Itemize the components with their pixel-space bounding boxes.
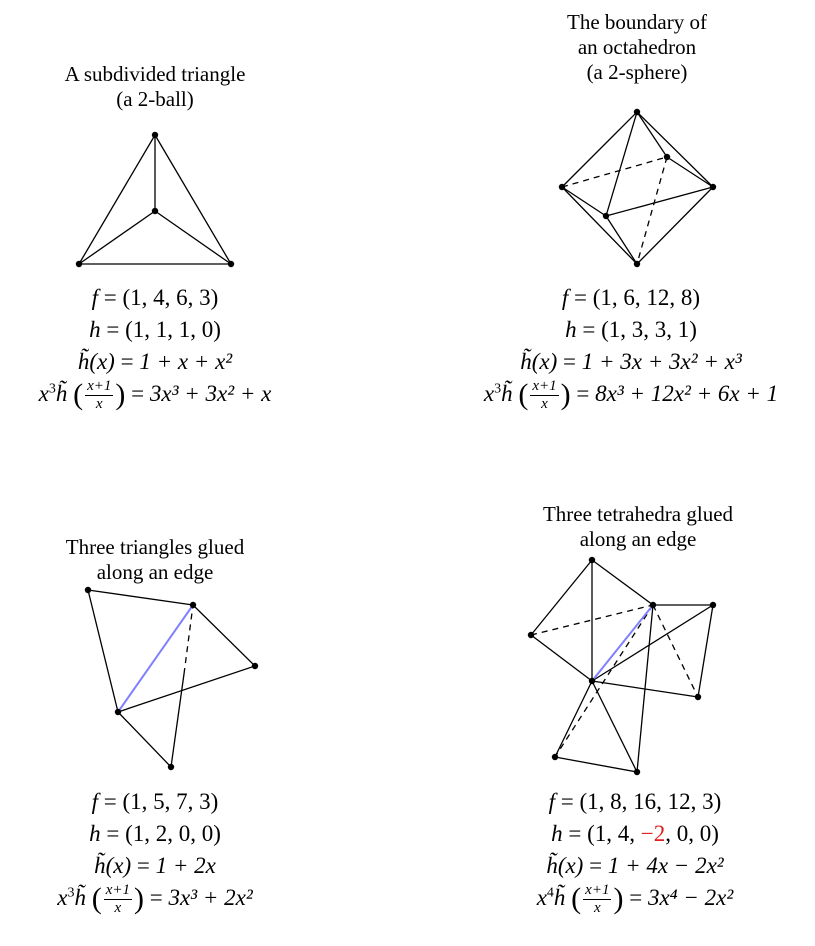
edge xyxy=(87,589,194,606)
edge xyxy=(192,604,256,667)
hidden-edge xyxy=(530,604,654,636)
f-vector: f = (1, 8, 16, 12, 3) xyxy=(548,789,722,814)
three-triangles-diagram xyxy=(87,589,256,768)
h-polynomial: h̃(x) = 1 + 4x − 2x² xyxy=(546,853,724,878)
three-tetrahedra-diagram xyxy=(530,559,714,773)
edge xyxy=(78,210,156,265)
panel-bl-title: Three triangles glued along an edge xyxy=(65,535,245,584)
edge xyxy=(117,665,256,713)
octahedron-diagram xyxy=(561,111,714,265)
edge xyxy=(636,186,714,265)
edge xyxy=(78,134,156,265)
vertex xyxy=(694,693,702,701)
panel-tr-formulas: f = (1, 6, 12, 8) h = (1, 3, 3, 1) h̃(x)… xyxy=(450,282,812,413)
h-polynomial: h̃(x) = 1 + x + x² xyxy=(77,349,233,374)
edge xyxy=(561,186,607,217)
panel-bl-formulas: f = (1, 5, 7, 3) h = (1, 2, 0, 0) h̃(x) … xyxy=(0,786,310,917)
hidden-edge xyxy=(561,156,668,188)
vertex xyxy=(588,556,596,564)
vertex xyxy=(84,586,92,594)
edge xyxy=(170,673,185,768)
vertex xyxy=(663,153,671,161)
edge xyxy=(591,680,638,773)
edge xyxy=(605,111,638,217)
edge xyxy=(605,186,714,217)
vertex xyxy=(527,631,535,639)
edge xyxy=(530,559,593,636)
vertex xyxy=(151,207,159,215)
h-polynomial: h̃(x) = 1 + 2x xyxy=(94,853,216,878)
panel-tr-title: The boundary of an octahedron (a 2-spher… xyxy=(567,10,707,84)
edge xyxy=(554,680,593,758)
h-vector: h = (1, 2, 0, 0) xyxy=(89,821,221,846)
h-vector: h = (1, 1, 1, 0) xyxy=(89,317,221,342)
panel-tl-formulas: f = (1, 4, 6, 3) h = (1, 1, 1, 0) h̃(x) … xyxy=(0,282,310,413)
vertex xyxy=(709,183,717,191)
edge xyxy=(591,604,714,682)
edge xyxy=(636,111,668,158)
vertex xyxy=(602,212,610,220)
hidden-edge xyxy=(183,604,194,675)
vertex xyxy=(633,108,641,116)
edge xyxy=(154,210,232,265)
negative-entry: −2 xyxy=(640,821,666,846)
glued-edge xyxy=(117,604,194,713)
hidden-edge xyxy=(636,156,668,265)
vertex xyxy=(167,763,175,771)
edge xyxy=(530,634,593,682)
panel-br-title: Three tetrahedra glued along an edge xyxy=(542,502,734,551)
edge xyxy=(697,604,714,698)
vertex xyxy=(633,260,641,268)
edge xyxy=(561,186,638,265)
vertex xyxy=(227,260,235,268)
f-vector: f = (1, 4, 6, 3) xyxy=(91,285,219,310)
h-polynomial: h̃(x) = 1 + 3x + 3x² + x³ xyxy=(520,349,742,374)
panel-tl-title: A subdivided triangle (a 2-ball) xyxy=(64,62,246,111)
edge xyxy=(605,215,638,265)
glued-edge xyxy=(591,604,654,682)
h-vector: h = (1, 3, 3, 1) xyxy=(565,317,697,342)
vertex xyxy=(551,753,559,761)
edge xyxy=(87,589,119,713)
edge xyxy=(154,134,232,265)
edge xyxy=(561,111,638,188)
vertex xyxy=(189,601,197,609)
edge xyxy=(554,756,638,773)
edge xyxy=(591,559,654,606)
edge xyxy=(666,156,714,188)
hidden-edge xyxy=(554,604,654,758)
edge xyxy=(117,711,172,768)
edge xyxy=(636,111,714,188)
vertex xyxy=(251,662,259,670)
vertex xyxy=(633,768,641,776)
vertex xyxy=(151,131,159,139)
vertex xyxy=(75,260,83,268)
f-vector: f = (1, 5, 7, 3) xyxy=(91,789,219,814)
vertex xyxy=(709,601,717,609)
edge xyxy=(636,604,654,773)
panel-br-formulas: f = (1, 8, 16, 12, 3) h = (1, 4, −2, 0, … xyxy=(470,786,800,917)
vertex xyxy=(649,601,657,609)
f-vector: f = (1, 6, 12, 8) xyxy=(561,285,701,310)
vertex xyxy=(588,677,596,685)
vertex xyxy=(114,708,122,716)
h-vector: h = (1, 4, −2, 0, 0) xyxy=(551,821,719,846)
vertex xyxy=(558,183,566,191)
